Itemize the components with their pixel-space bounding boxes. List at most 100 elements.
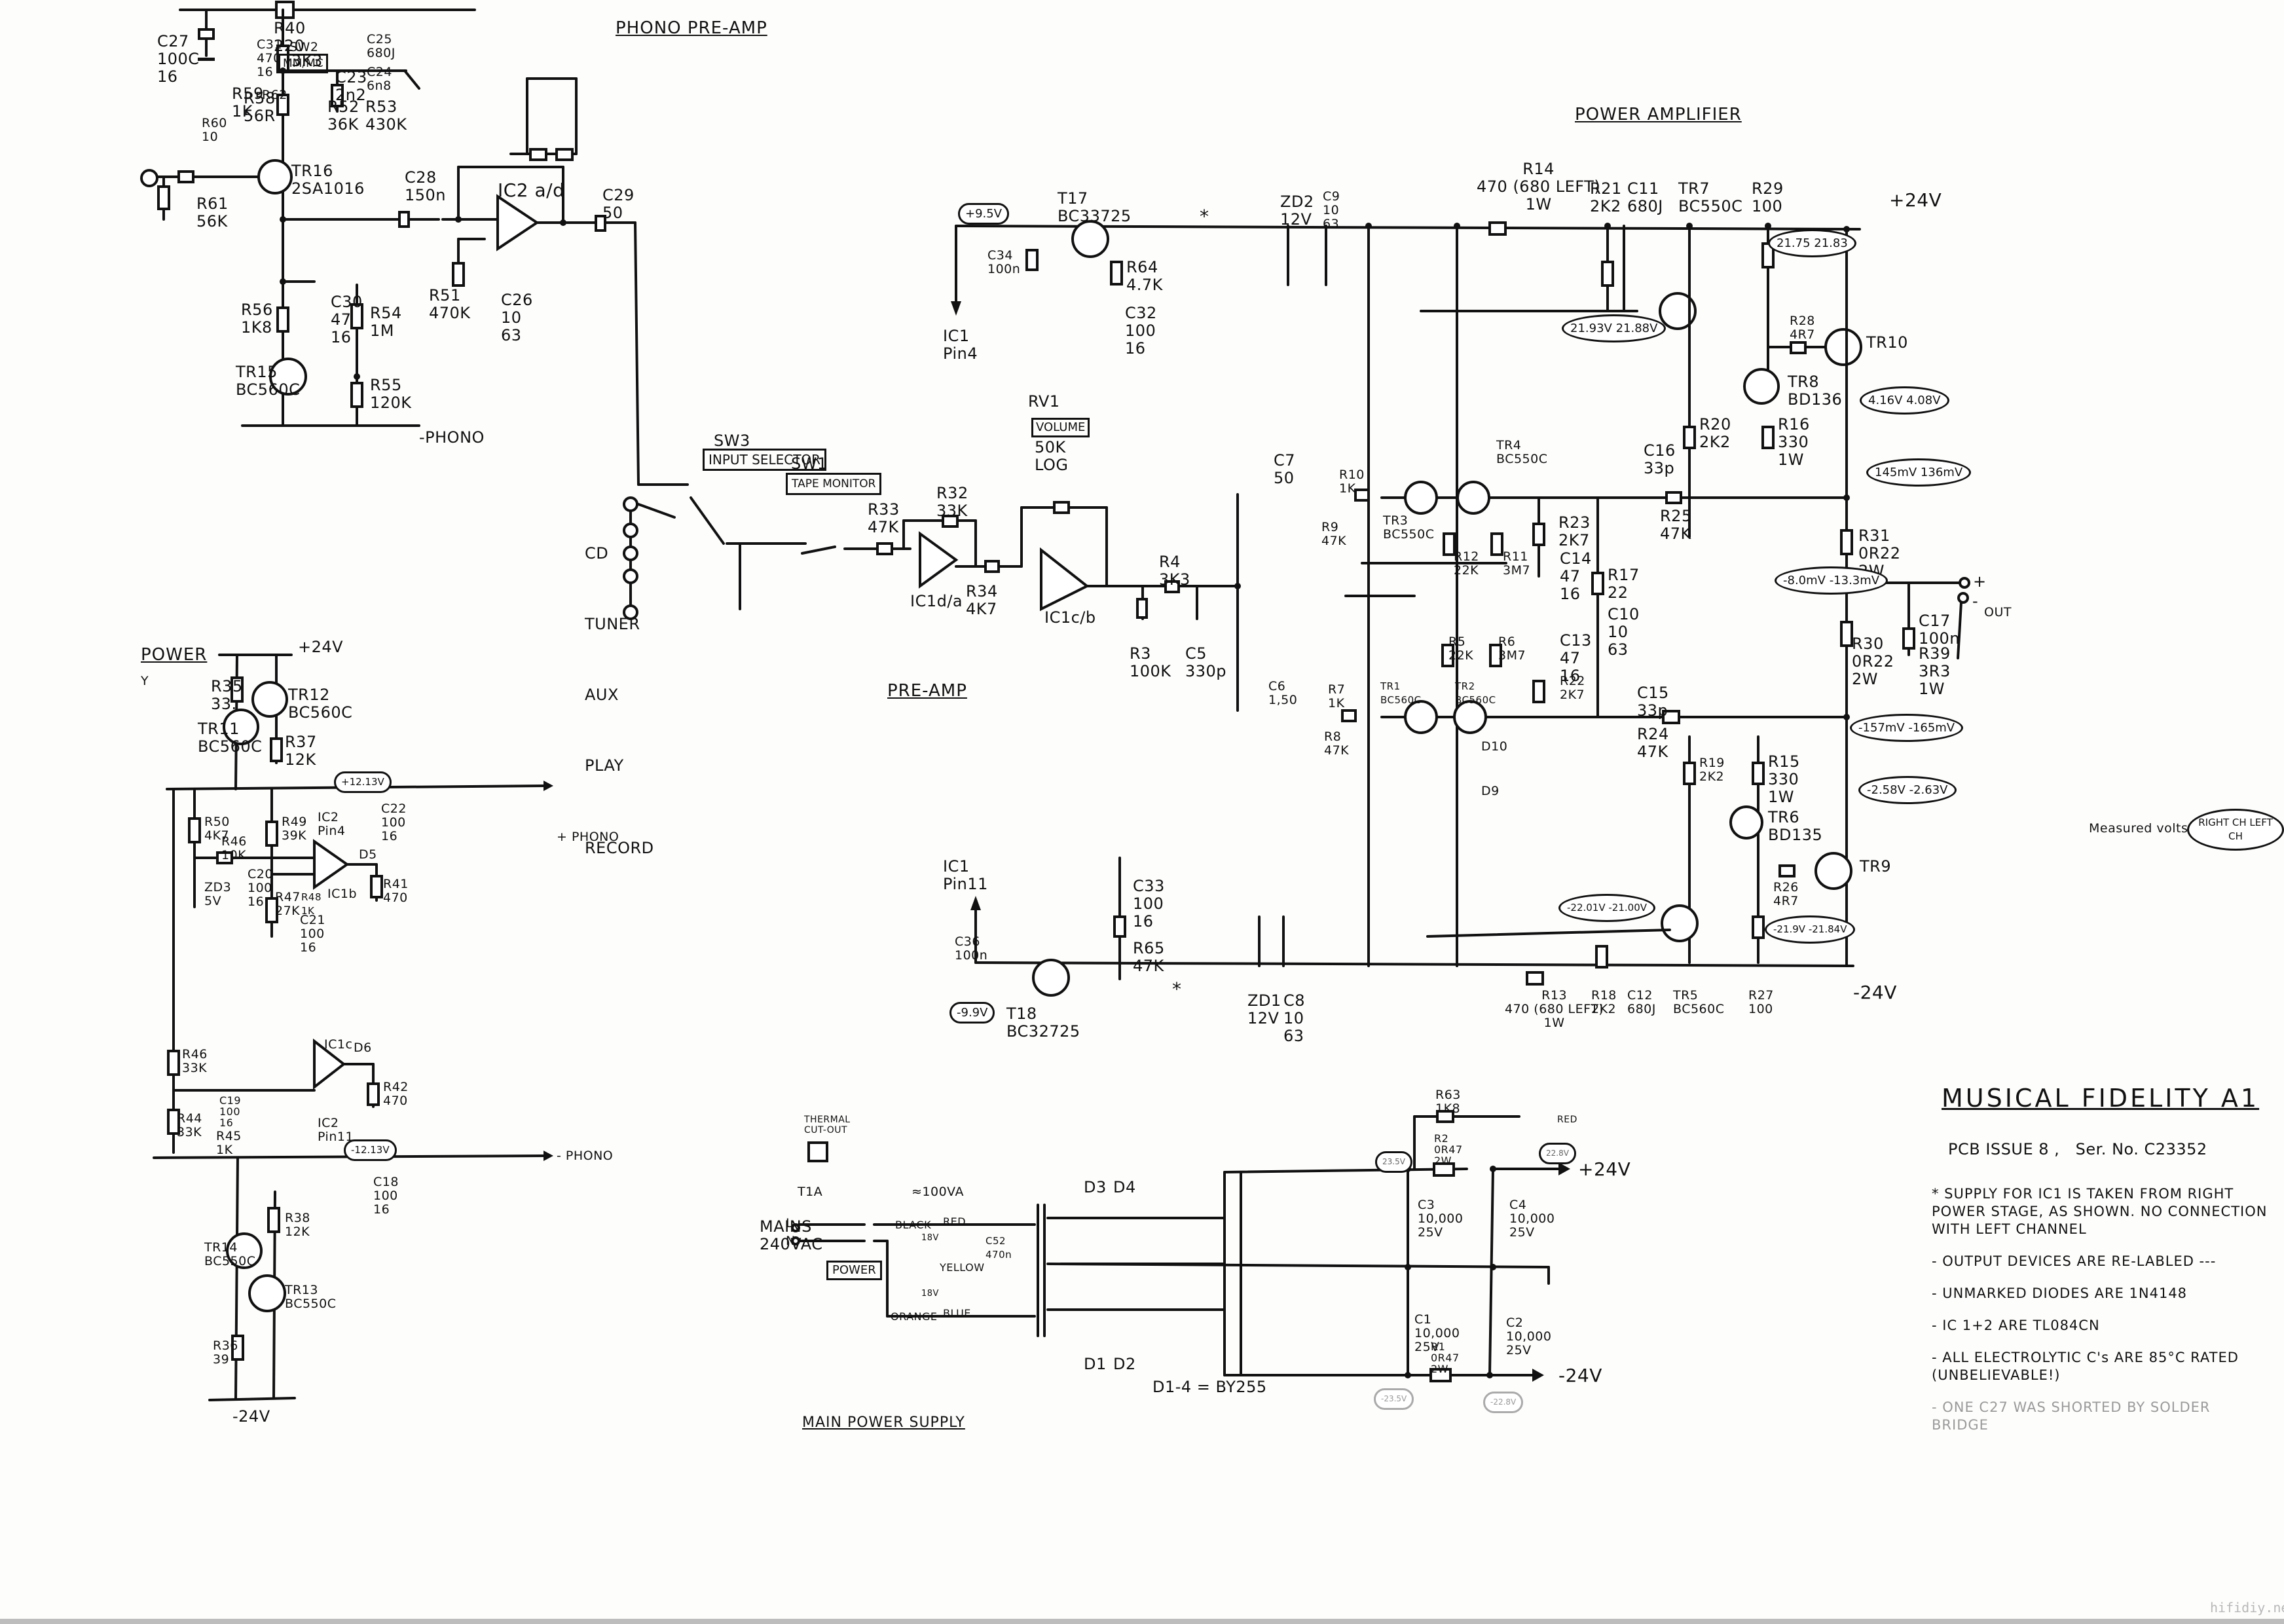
label-ic1-pin11: IC1 Pin11 — [943, 857, 988, 893]
label-r60: R60 10 — [202, 116, 227, 144]
label-c34: C34 100n — [987, 248, 1021, 276]
r64-resistor — [1110, 261, 1123, 286]
r50-resistor — [188, 817, 201, 843]
label-mains: MAINS 240VAC — [760, 1217, 823, 1253]
r24-resistor — [1662, 710, 1680, 724]
r26-resistor — [1778, 864, 1796, 877]
r16-resistor — [1761, 426, 1775, 449]
input-record[interactable]: RECORD — [585, 839, 654, 857]
out-minus-terminal — [1957, 592, 1969, 604]
label-thermal-cutout: THERMAL CUT-OUT — [804, 1115, 851, 1135]
phono-regulator-circuit — [153, 654, 553, 1401]
tr8-transistor — [1743, 368, 1780, 405]
label-minus-phono-top: -PHONO — [419, 428, 485, 447]
voltage-output-node: -8.0mV -13.3mV — [1775, 566, 1888, 595]
label-ic1da: IC1d/a — [910, 592, 963, 610]
label-tr7: TR7 BC550C — [1678, 179, 1743, 215]
r41-resistor — [370, 875, 383, 898]
label-tr12: TR12 BC560C — [288, 686, 353, 722]
label-c1: C1 10,000 25V — [1414, 1312, 1460, 1354]
voltage-r31-top: 145mV 136mV — [1866, 458, 1972, 487]
label-tr14: TR14 BC550C — [204, 1240, 256, 1268]
label-c18: C18 100 16 — [373, 1175, 399, 1217]
label-d4: D4 — [1113, 1178, 1136, 1196]
r20-resistor — [1683, 426, 1696, 449]
label-led-red: RED — [1557, 1115, 1577, 1125]
watermark: hifidiy.net — [2210, 1600, 2284, 1615]
r11-resistor — [1490, 532, 1503, 556]
input-selector-box: INPUT SELECTOR — [703, 449, 827, 471]
tr10-transistor — [1824, 328, 1862, 366]
label-r42: R42 470 — [383, 1080, 409, 1108]
t18-transistor — [1032, 959, 1070, 997]
label-r49: R49 39K — [282, 815, 307, 843]
r3-resistor — [1136, 598, 1148, 619]
label-c6: C6 1,50 — [1268, 679, 1298, 707]
label-c4: C4 10,000 25V — [1509, 1198, 1555, 1240]
label-r5: R5 22K — [1448, 635, 1474, 663]
c34-capacitor — [1025, 249, 1039, 271]
label-r33: R33 47K — [868, 500, 900, 536]
r55-resistor — [350, 382, 363, 408]
label-c8: C8 10 63 — [1283, 991, 1306, 1045]
label-sw3: SW3 — [714, 432, 750, 450]
label-mains-l: L — [786, 1216, 794, 1230]
input-tuner[interactable]: TUNER — [585, 615, 640, 633]
label-r51: R51 470K — [429, 286, 471, 322]
label-r4: R4 3K3 — [1159, 553, 1190, 589]
label-r21: R21 2K2 — [1590, 179, 1622, 215]
label-wire-blue: BLUE — [943, 1307, 971, 1320]
voltage-minus-12-13v: -12.13V — [344, 1139, 397, 1161]
input-cd[interactable]: CD — [585, 544, 609, 563]
label-r46b: R46 33K — [182, 1047, 208, 1075]
label-rv1-value: 50K LOG — [1035, 438, 1069, 474]
section-title-main-power-supply: MAIN POWER SUPPLY — [802, 1414, 965, 1431]
voltage-plus-12-13v: +12.13V — [334, 771, 392, 793]
label-tr15: TR15 BC560C — [236, 363, 301, 399]
label-r24: R24 47K — [1637, 725, 1669, 761]
r23-resistor — [1532, 523, 1545, 546]
voltage-r30-bottom: -157mV -165mV — [1850, 714, 1964, 742]
label-c29: C29 50 — [602, 186, 635, 222]
label-r45: R45 1K — [216, 1129, 242, 1157]
r33-resistor — [876, 542, 893, 555]
label-r20: R20 2K2 — [1699, 415, 1731, 451]
label-c31: C31 470 16 — [257, 37, 282, 79]
r31-resistor — [1840, 529, 1853, 555]
label-out-plus: + — [1973, 572, 1987, 591]
label-c20: C20 100 16 — [248, 867, 273, 909]
r22-resistor — [1532, 680, 1545, 703]
label-reg-plus-24v: +24V — [298, 638, 344, 656]
tr7-transistor — [1659, 292, 1697, 330]
label-secondary-1: 18V — [921, 1233, 939, 1243]
r37-resistor — [270, 737, 283, 762]
label-r36: R36 39 — [213, 1338, 238, 1367]
tr1-transistor — [1404, 700, 1438, 734]
ic2ad-opamp — [496, 194, 540, 251]
star-marker-bottom: * — [1172, 978, 1182, 1000]
r46a-resistor — [216, 851, 233, 864]
label-ic2-pin11: IC2 Pin11 — [318, 1116, 354, 1144]
voltage-tr8-emitter: 4.16V 4.08V — [1860, 386, 1949, 415]
label-zd1: ZD1 12V — [1247, 991, 1281, 1027]
mm-mc-switch-box: MM/MC — [278, 54, 328, 73]
label-r35: R35 33. — [211, 677, 243, 713]
label-secondary-2: 18V — [921, 1289, 939, 1299]
r38-resistor — [267, 1207, 280, 1233]
star-marker-top: * — [1200, 206, 1209, 227]
label-r25: R25 47K — [1660, 507, 1692, 543]
rv1-potentiometer — [1053, 501, 1070, 514]
input-aux[interactable]: AUX — [585, 686, 619, 704]
label-c19: C19 100 16 — [219, 1094, 242, 1129]
label-r11: R11 3M7 — [1503, 549, 1531, 578]
label-sw2: SW2 — [289, 40, 319, 54]
label-c32: C32 100 16 — [1125, 304, 1157, 358]
voltage-plus-9-5v: +9.5V — [958, 203, 1010, 225]
label-r59: R59 1K — [232, 84, 264, 120]
label-c14: C14 47 16 — [1560, 549, 1592, 603]
section-title-pre-amp: PRE-AMP — [887, 681, 967, 701]
input-play[interactable]: PLAY — [585, 756, 624, 775]
tr16-transistor — [257, 159, 293, 194]
t17-transistor — [1071, 220, 1109, 258]
tr15-transistor — [269, 358, 307, 396]
